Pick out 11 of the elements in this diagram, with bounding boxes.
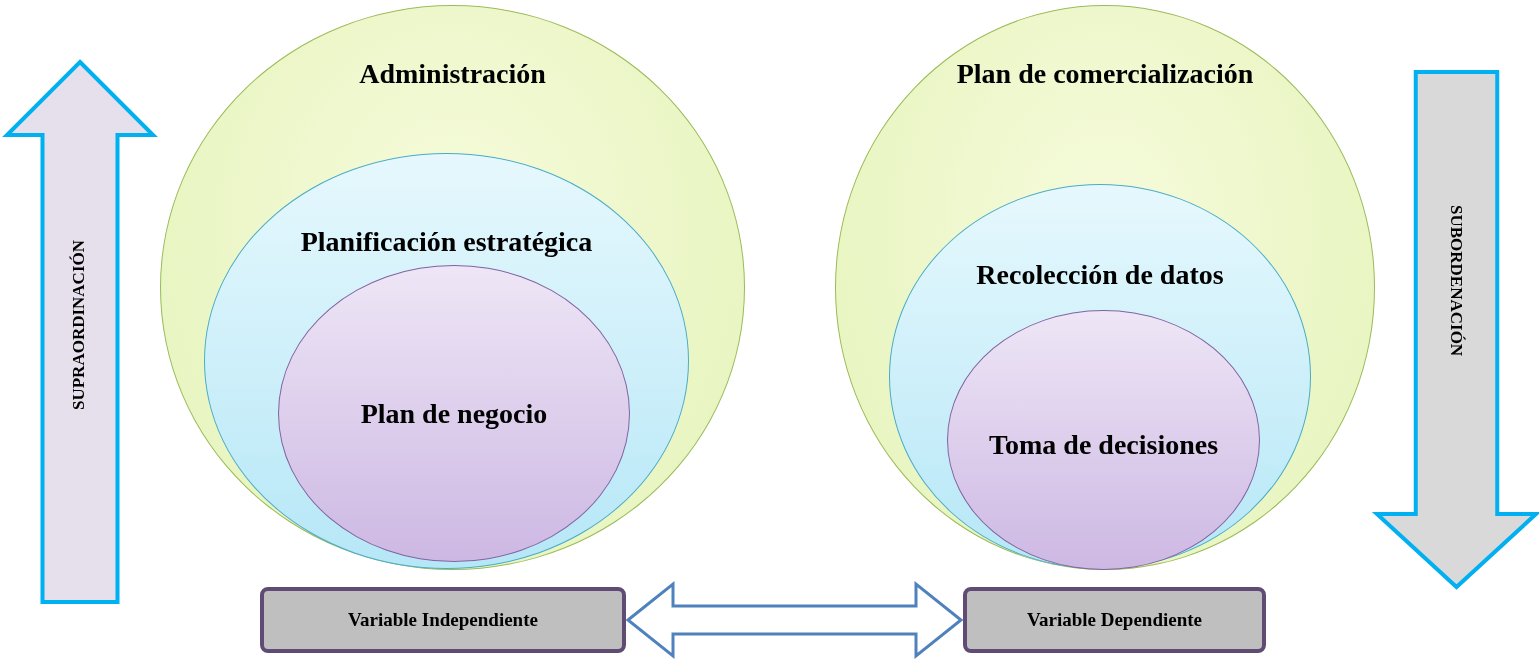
arrow-label: SUPRAORDINACIÓN (69, 240, 89, 410)
variable-box: Variable Independiente (260, 587, 626, 653)
circle-label: Plan de comercialización (956, 57, 1254, 91)
circle-label: Plan de negocio (360, 397, 548, 431)
arrow-label: SUBORDENACIÓN (1445, 205, 1466, 357)
circle-label: Recolección de datos (976, 258, 1224, 292)
circle-label: Toma de decisiones (988, 428, 1219, 462)
circle-label: Planificación estratégica (300, 225, 593, 259)
double-block-arrow (625, 580, 964, 660)
circle-label: Administración (359, 57, 546, 91)
variable-box: Variable Dependiente (963, 587, 1266, 653)
